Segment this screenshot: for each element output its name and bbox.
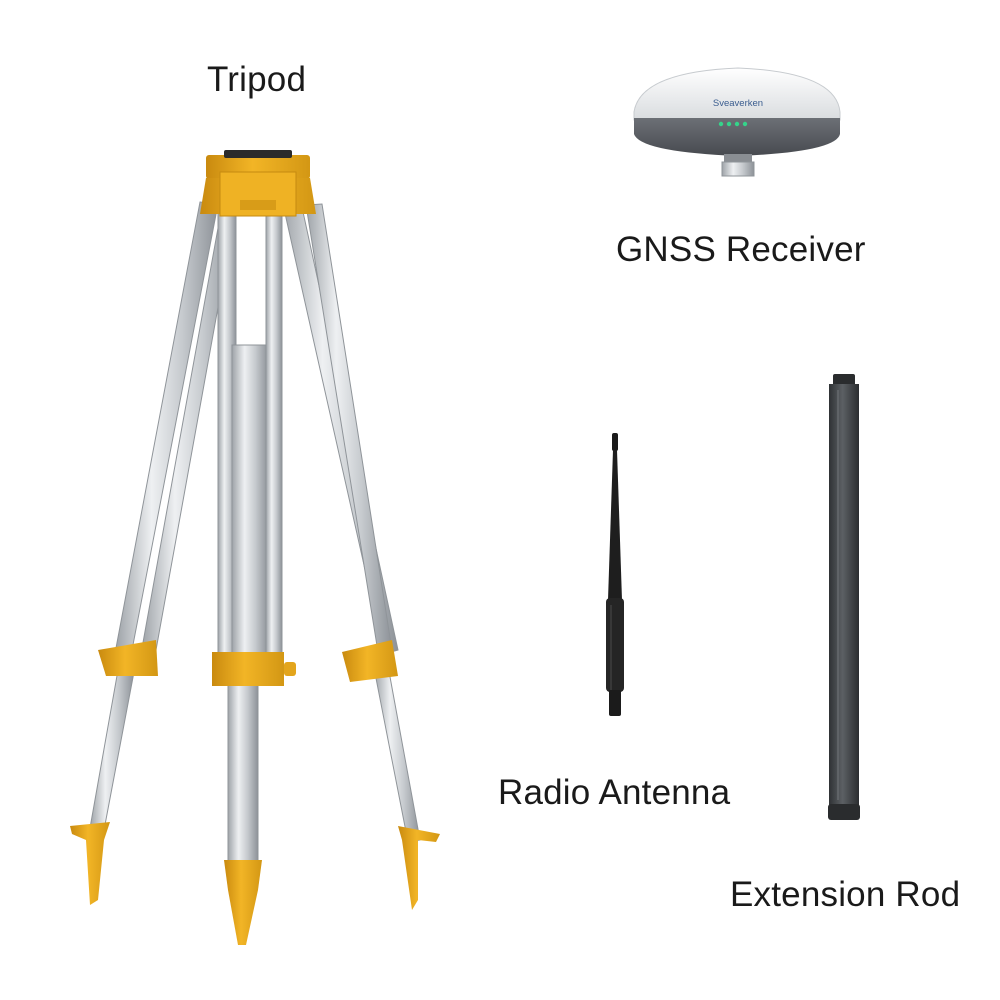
extension-rod-label: Extension Rod [730,875,961,914]
tripod-leg-right [281,197,440,910]
extension-rod [828,374,860,820]
status-led-3 [734,121,740,127]
status-led-4 [742,121,748,127]
tripod-leg-center [212,204,296,945]
tripod [70,150,440,945]
gnss-receiver-label: GNSS Receiver [616,230,866,269]
status-led-2 [726,121,732,127]
tripod-head [200,150,316,217]
radio-antenna [606,433,624,716]
radio-antenna-label: Radio Antenna [498,773,731,812]
gnss-brand-text: Sveaverken [713,98,763,109]
gnss-receiver: Sveaverken [633,67,841,177]
tripod-label: Tripod [207,60,307,99]
tripod-leg-left [70,201,237,905]
status-led-1 [718,121,724,127]
